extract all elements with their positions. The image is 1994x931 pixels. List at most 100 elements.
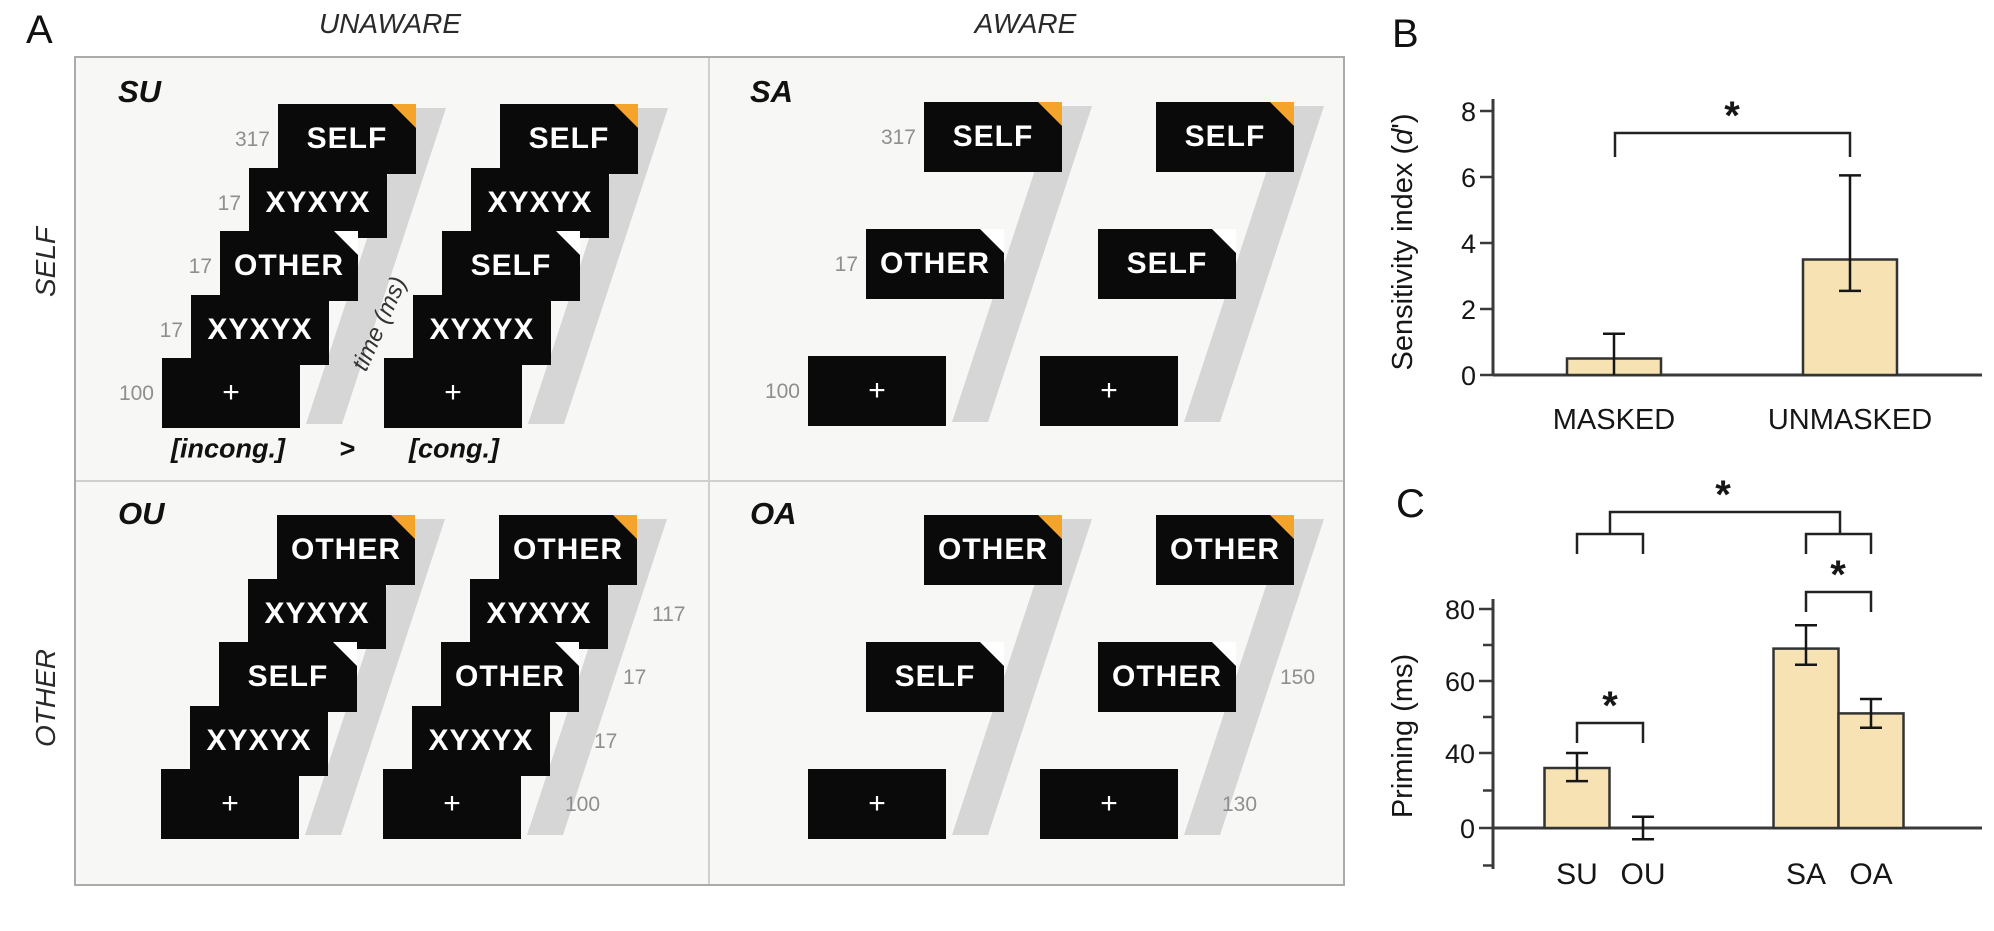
card-word: + xyxy=(443,787,461,820)
card-word: OTHER xyxy=(513,533,623,566)
quadrant-label-oa: OA xyxy=(750,496,797,531)
stimulus-card-plain: XYXYX xyxy=(248,579,386,649)
stimulus-card-plain: + xyxy=(383,769,521,839)
b-significance-bracket xyxy=(1613,131,1852,157)
b-y-tick-label: 6 xyxy=(1461,163,1476,193)
stimulus-card-plain: XYXYX xyxy=(470,579,608,649)
c-bracket-interaction xyxy=(1575,510,1873,554)
card-word: XYXYX xyxy=(265,186,371,219)
card-word: XYXYX xyxy=(207,313,313,346)
card-word: XYXYX xyxy=(206,724,312,757)
c-y-axis-title: Priming (ms) xyxy=(1387,654,1419,818)
dog-ear-icon xyxy=(556,231,580,255)
card-word: OTHER xyxy=(1112,660,1222,693)
card-word: + xyxy=(1100,787,1118,820)
duration-label: 17 xyxy=(188,255,212,278)
time-axis-band xyxy=(528,108,668,424)
duration-label: 100 xyxy=(565,793,601,816)
dog-ear-icon xyxy=(333,642,357,666)
stimulus-card-plain: XYXYX xyxy=(249,168,387,238)
time-axis-band xyxy=(305,519,445,835)
time-axis-band xyxy=(527,519,667,835)
duration-label: 100 xyxy=(764,380,800,403)
time-band-layer xyxy=(952,519,1324,835)
row-header-other: OTHER xyxy=(30,649,61,747)
card-word: XYXYX xyxy=(428,724,534,757)
stimulus-card-prime: SELF xyxy=(219,642,357,712)
stimulus-card-target: OTHER xyxy=(499,515,637,585)
stimulus-card-target: SELF xyxy=(924,102,1062,172)
column-header-unaware: UNAWARE xyxy=(318,8,462,39)
time-axis-band xyxy=(952,519,1092,835)
card-word: OTHER xyxy=(234,249,344,282)
duration-label: 117 xyxy=(652,603,686,626)
panel-b-letter: B xyxy=(1392,12,1419,56)
stimulus-card-plain: XYXYX xyxy=(190,706,328,776)
card-word: XYXYX xyxy=(486,597,592,630)
card-word: SELF xyxy=(952,120,1034,153)
c-category-label-ou: OU xyxy=(1621,858,1666,891)
duration-label: 17 xyxy=(834,253,858,276)
stimulus-card-prime: OTHER xyxy=(866,229,1004,299)
stimulus-card-target: OTHER xyxy=(277,515,415,585)
stimulus-card-prime: SELF xyxy=(442,231,580,301)
c-star-su-ou: * xyxy=(1602,684,1618,728)
b-y-tick-label: 8 xyxy=(1461,97,1476,127)
card-word: XYXYX xyxy=(429,313,535,346)
c-y-tick-label: 0 xyxy=(1460,814,1475,844)
stimulus-card-prime: SELF xyxy=(866,642,1004,712)
quadrant-label-ou: OU xyxy=(118,496,165,531)
c-bracket-su-ou xyxy=(1575,721,1645,743)
bar-oa xyxy=(1837,712,1905,830)
card-word: OTHER xyxy=(291,533,401,566)
stimulus-card-prime: OTHER xyxy=(1098,642,1236,712)
quadrant-divider-horizontal xyxy=(76,480,1343,482)
card-word: OTHER xyxy=(880,247,990,280)
b-y-tick-label: 4 xyxy=(1461,229,1476,259)
panel-a-letter: A xyxy=(26,8,53,52)
greater-than-label: > xyxy=(339,433,355,464)
fold-corner-icon xyxy=(1038,102,1062,126)
duration-label: 17 xyxy=(623,666,647,689)
stimulus-card-plain: + xyxy=(162,358,300,428)
duration-label: 17 xyxy=(159,319,183,342)
stimulus-card-plain: XYXYX xyxy=(191,295,329,365)
quadrant-label-su: SU xyxy=(118,74,162,109)
stimulus-card-plain: + xyxy=(1040,356,1178,426)
card-word: SELF xyxy=(247,660,329,693)
card-word: + xyxy=(444,376,462,409)
footer-congruent-label: [cong.] xyxy=(409,433,499,464)
quadrant-divider-vertical xyxy=(708,58,710,884)
column-header-aware: AWARE xyxy=(974,8,1077,39)
duration-label: 17 xyxy=(217,192,241,215)
time-axis-band xyxy=(1184,519,1324,835)
c-y-tick-label: 60 xyxy=(1445,667,1475,697)
card-word: + xyxy=(868,787,886,820)
c-category-label-su: SU xyxy=(1556,858,1598,891)
duration-label: 130 xyxy=(1222,793,1258,816)
c-star-sa-oa: * xyxy=(1830,553,1846,597)
time-axis-band xyxy=(306,108,446,424)
duration-label: 317 xyxy=(234,128,270,151)
b-y-tick-label: 0 xyxy=(1461,361,1476,391)
stimulus-card-plain: + xyxy=(808,356,946,426)
dog-ear-icon xyxy=(980,642,1004,666)
card-word: OTHER xyxy=(938,533,1048,566)
fold-corner-icon xyxy=(1270,102,1294,126)
b-category-label-unmasked: UNMASKED xyxy=(1768,404,1932,436)
b-y-axis-title: Sensitivity index (d') xyxy=(1387,114,1419,371)
card-word: SELF xyxy=(1184,120,1266,153)
stimulus-card-plain: XYXYX xyxy=(471,168,609,238)
dog-ear-icon xyxy=(1212,229,1236,253)
b-category-label-masked: MASKED xyxy=(1553,404,1675,436)
card-word: SELF xyxy=(470,249,552,282)
card-word: OTHER xyxy=(455,660,565,693)
b-significance-star: * xyxy=(1724,94,1740,138)
stimulus-card-plain: + xyxy=(808,769,946,839)
bar-sa xyxy=(1772,647,1840,830)
